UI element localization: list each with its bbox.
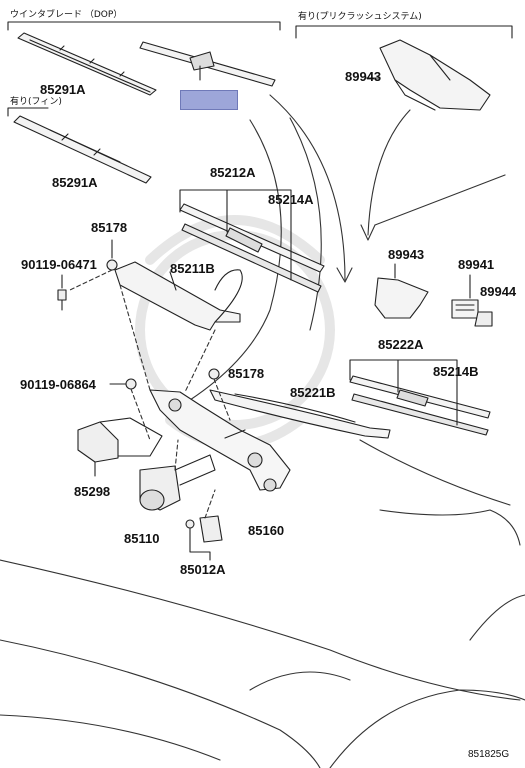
label-85012a: 85012A <box>180 562 226 577</box>
connector-85012a <box>185 515 223 561</box>
section-bracket-dop <box>7 21 281 31</box>
label-85160: 85160 <box>248 523 285 538</box>
label-85291a-top: 85291A <box>40 82 86 97</box>
section-bracket-fin <box>7 107 49 117</box>
blade-85291a-top <box>17 32 157 96</box>
bracket-85298 <box>77 417 163 477</box>
blade-85291a-fin <box>13 115 152 184</box>
label-89943-mid: 89943 <box>388 247 425 262</box>
label-85298: 85298 <box>74 484 111 499</box>
label-85212a: 85212A <box>210 165 256 180</box>
blade-dop <box>139 41 276 87</box>
link-85160 <box>149 389 291 492</box>
blade-85212a <box>179 189 325 293</box>
label-85214a: 85214A <box>268 192 314 207</box>
label-89941: 89941 <box>458 257 495 272</box>
motor-85110 <box>139 454 216 511</box>
car-body-lines <box>0 117 525 768</box>
label-85221b: 85221B <box>290 385 336 400</box>
header-with-fin: 有り(フィン) <box>10 97 62 107</box>
label-89943-top: 89943 <box>345 69 382 84</box>
highlight-box <box>180 90 238 110</box>
nut-85178-top <box>106 239 118 271</box>
header-with-precrash: 有り(プリクラッシュシステム) <box>298 12 422 22</box>
header-blade-dop: ウインタブレード （DOP） <box>10 10 123 20</box>
label-89944: 89944 <box>480 284 517 299</box>
label-85211b: 85211B <box>170 261 215 276</box>
label-85110: 85110 <box>124 531 160 546</box>
label-85222a: 85222A <box>378 337 424 352</box>
blade-85222a <box>349 359 491 436</box>
bolt-90119-06864 <box>109 378 137 390</box>
section-bracket-precrash <box>295 25 513 39</box>
direction-arrows <box>269 94 411 283</box>
nut-85178-mid <box>208 368 220 380</box>
arm-85221b <box>209 389 391 439</box>
cover-89943-mid <box>374 263 429 319</box>
label-90119-06471: 90119-06471 <box>21 257 97 272</box>
cover-89943-top <box>364 39 491 111</box>
label-85214b: 85214B <box>433 364 479 379</box>
label-85178-mid: 85178 <box>228 366 265 381</box>
bolt-90119-06471 <box>57 274 67 311</box>
figure-reference: 851825G <box>468 749 510 760</box>
part-89941 <box>451 274 493 327</box>
label-85178-top: 85178 <box>91 220 128 235</box>
leader-lines <box>69 269 231 519</box>
label-85291a-fin: 85291A <box>52 175 98 190</box>
arm-85211b <box>114 261 243 331</box>
label-90119-06864: 90119-06864 <box>20 377 96 392</box>
